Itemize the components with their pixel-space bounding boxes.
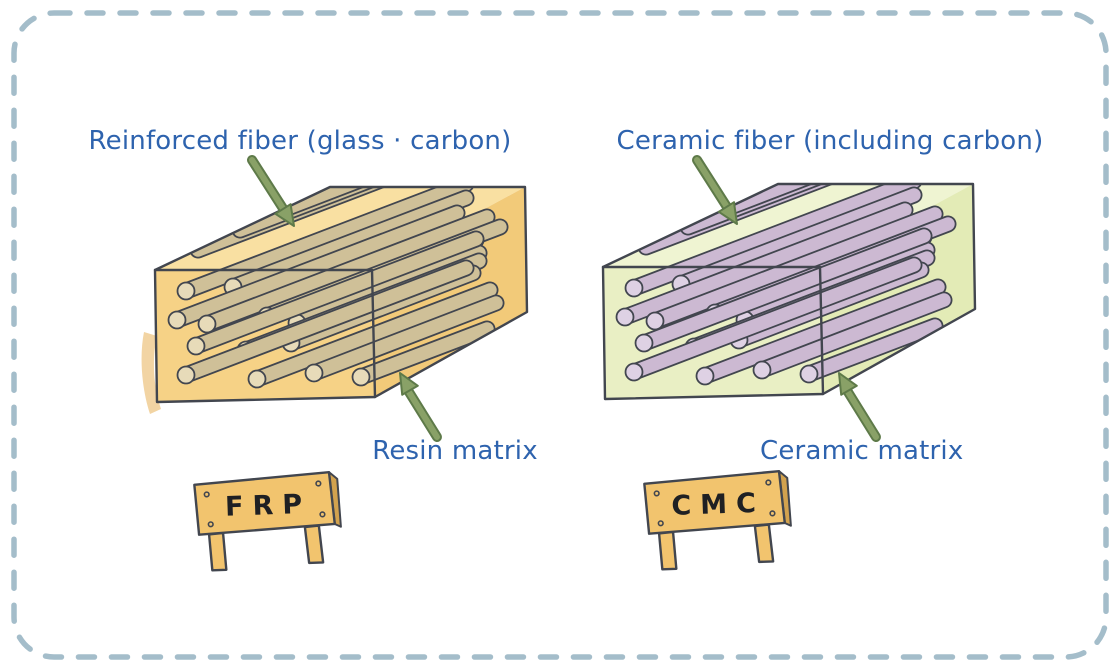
cmc-sign-text: CMC (671, 488, 766, 522)
arrow-resin-matrix (399, 372, 442, 442)
label-resin-matrix: Resin matrix (372, 436, 538, 466)
cmc-block (601, 182, 977, 401)
frp-block (141, 185, 529, 414)
arrow-ceramic-fiber (692, 155, 738, 225)
label-ceramic-matrix: Ceramic matrix (760, 436, 964, 466)
cmc-sign: CMC (642, 469, 794, 572)
frp-sign-text: FRP (225, 489, 312, 523)
frp-sign: FRP (192, 470, 344, 573)
label-reinforced-fiber: Reinforced fiber (glass · carbon) (88, 126, 512, 156)
dashed-border (11, 10, 1109, 660)
label-ceramic-fiber: Ceramic fiber (including carbon) (616, 126, 1044, 156)
arrow-reinforced-fiber (247, 155, 295, 227)
arrow-ceramic-matrix (838, 372, 881, 442)
